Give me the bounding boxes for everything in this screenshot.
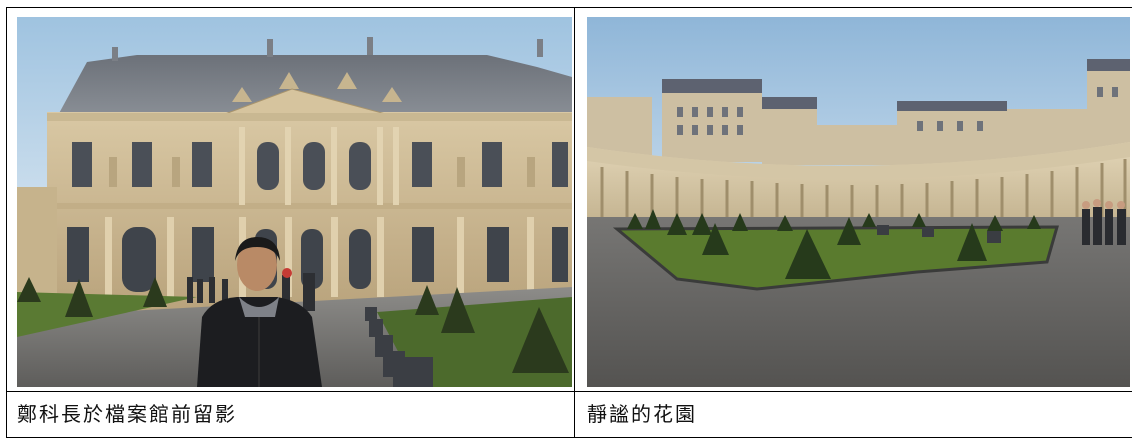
caption-garden: 靜謐的花園: [575, 392, 1132, 438]
photo-cell-garden: [575, 8, 1132, 392]
photo-archives-facade: [17, 17, 572, 387]
photo-courtyard-garden: [587, 17, 1130, 387]
caption-archives: 鄭科長於檔案館前留影: [7, 392, 575, 438]
caption-row: 鄭科長於檔案館前留影 靜謐的花園: [7, 392, 1132, 438]
photo-row: [7, 8, 1132, 392]
photo-table: 鄭科長於檔案館前留影 靜謐的花園: [6, 7, 1132, 438]
photo-cell-archives: [7, 8, 575, 392]
